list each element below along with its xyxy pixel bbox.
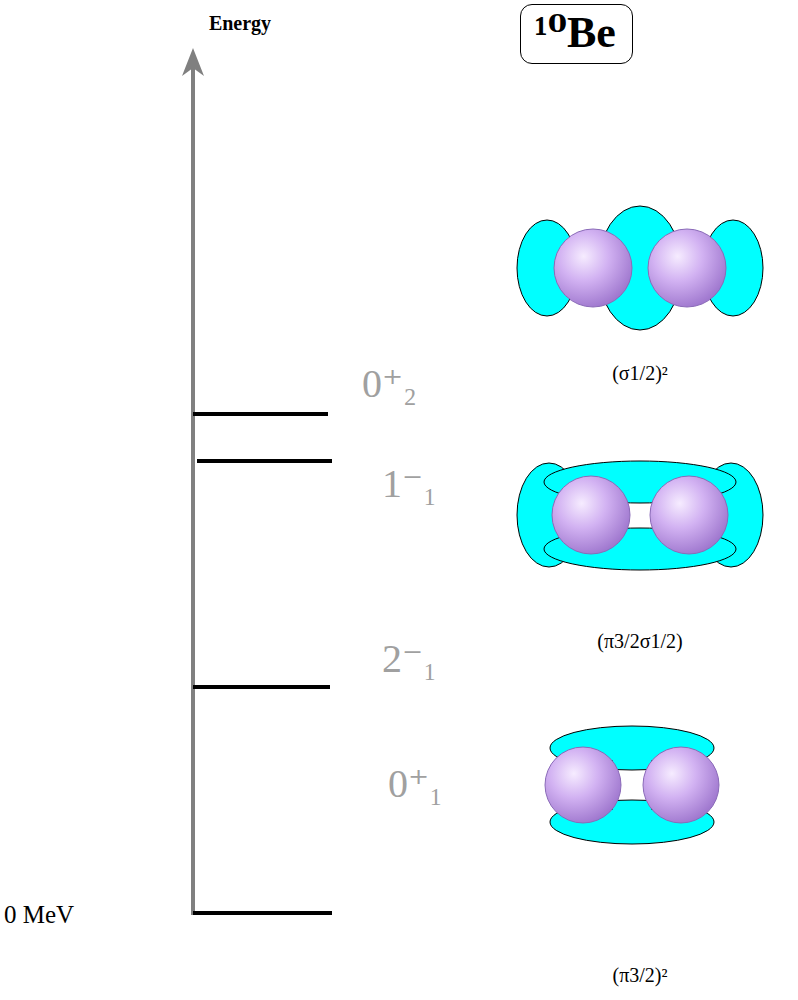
level-spin-parity: 2⁻₁ <box>382 637 437 681</box>
nucleus-title-box: ¹⁰Be <box>520 4 633 64</box>
level-spin-parity: 0⁺₁ <box>388 762 443 806</box>
orbital-configuration: (π3/2)² <box>613 964 668 986</box>
axis-arrowhead <box>182 48 204 76</box>
level-spin-parity: 0⁺₂ <box>362 362 417 406</box>
orbital-configuration: (σ1/2)² <box>612 362 668 384</box>
energy-level <box>193 911 332 915</box>
alpha-cluster <box>545 747 621 823</box>
energy-level <box>197 459 332 463</box>
alpha-cluster <box>643 747 719 823</box>
level-spin-parity: 1⁻₁ <box>382 462 437 506</box>
alpha-cluster <box>554 229 632 307</box>
nucleus-name: ¹⁰Be <box>535 9 618 57</box>
sigma-orbital-figure <box>517 206 763 330</box>
pi-sigma-orbital-figure <box>517 461 763 570</box>
energy-axis <box>191 66 195 915</box>
energy-zero: 0 MeV <box>4 901 74 929</box>
axis-title: Energy <box>209 12 271 34</box>
energy-level <box>193 685 330 689</box>
alpha-cluster <box>552 476 630 554</box>
alpha-cluster <box>650 476 728 554</box>
energy-level <box>193 412 328 416</box>
orbital-configuration: (π3/2σ1/2) <box>597 630 682 652</box>
pi-orbital-figure <box>545 726 719 844</box>
alpha-cluster <box>648 229 726 307</box>
